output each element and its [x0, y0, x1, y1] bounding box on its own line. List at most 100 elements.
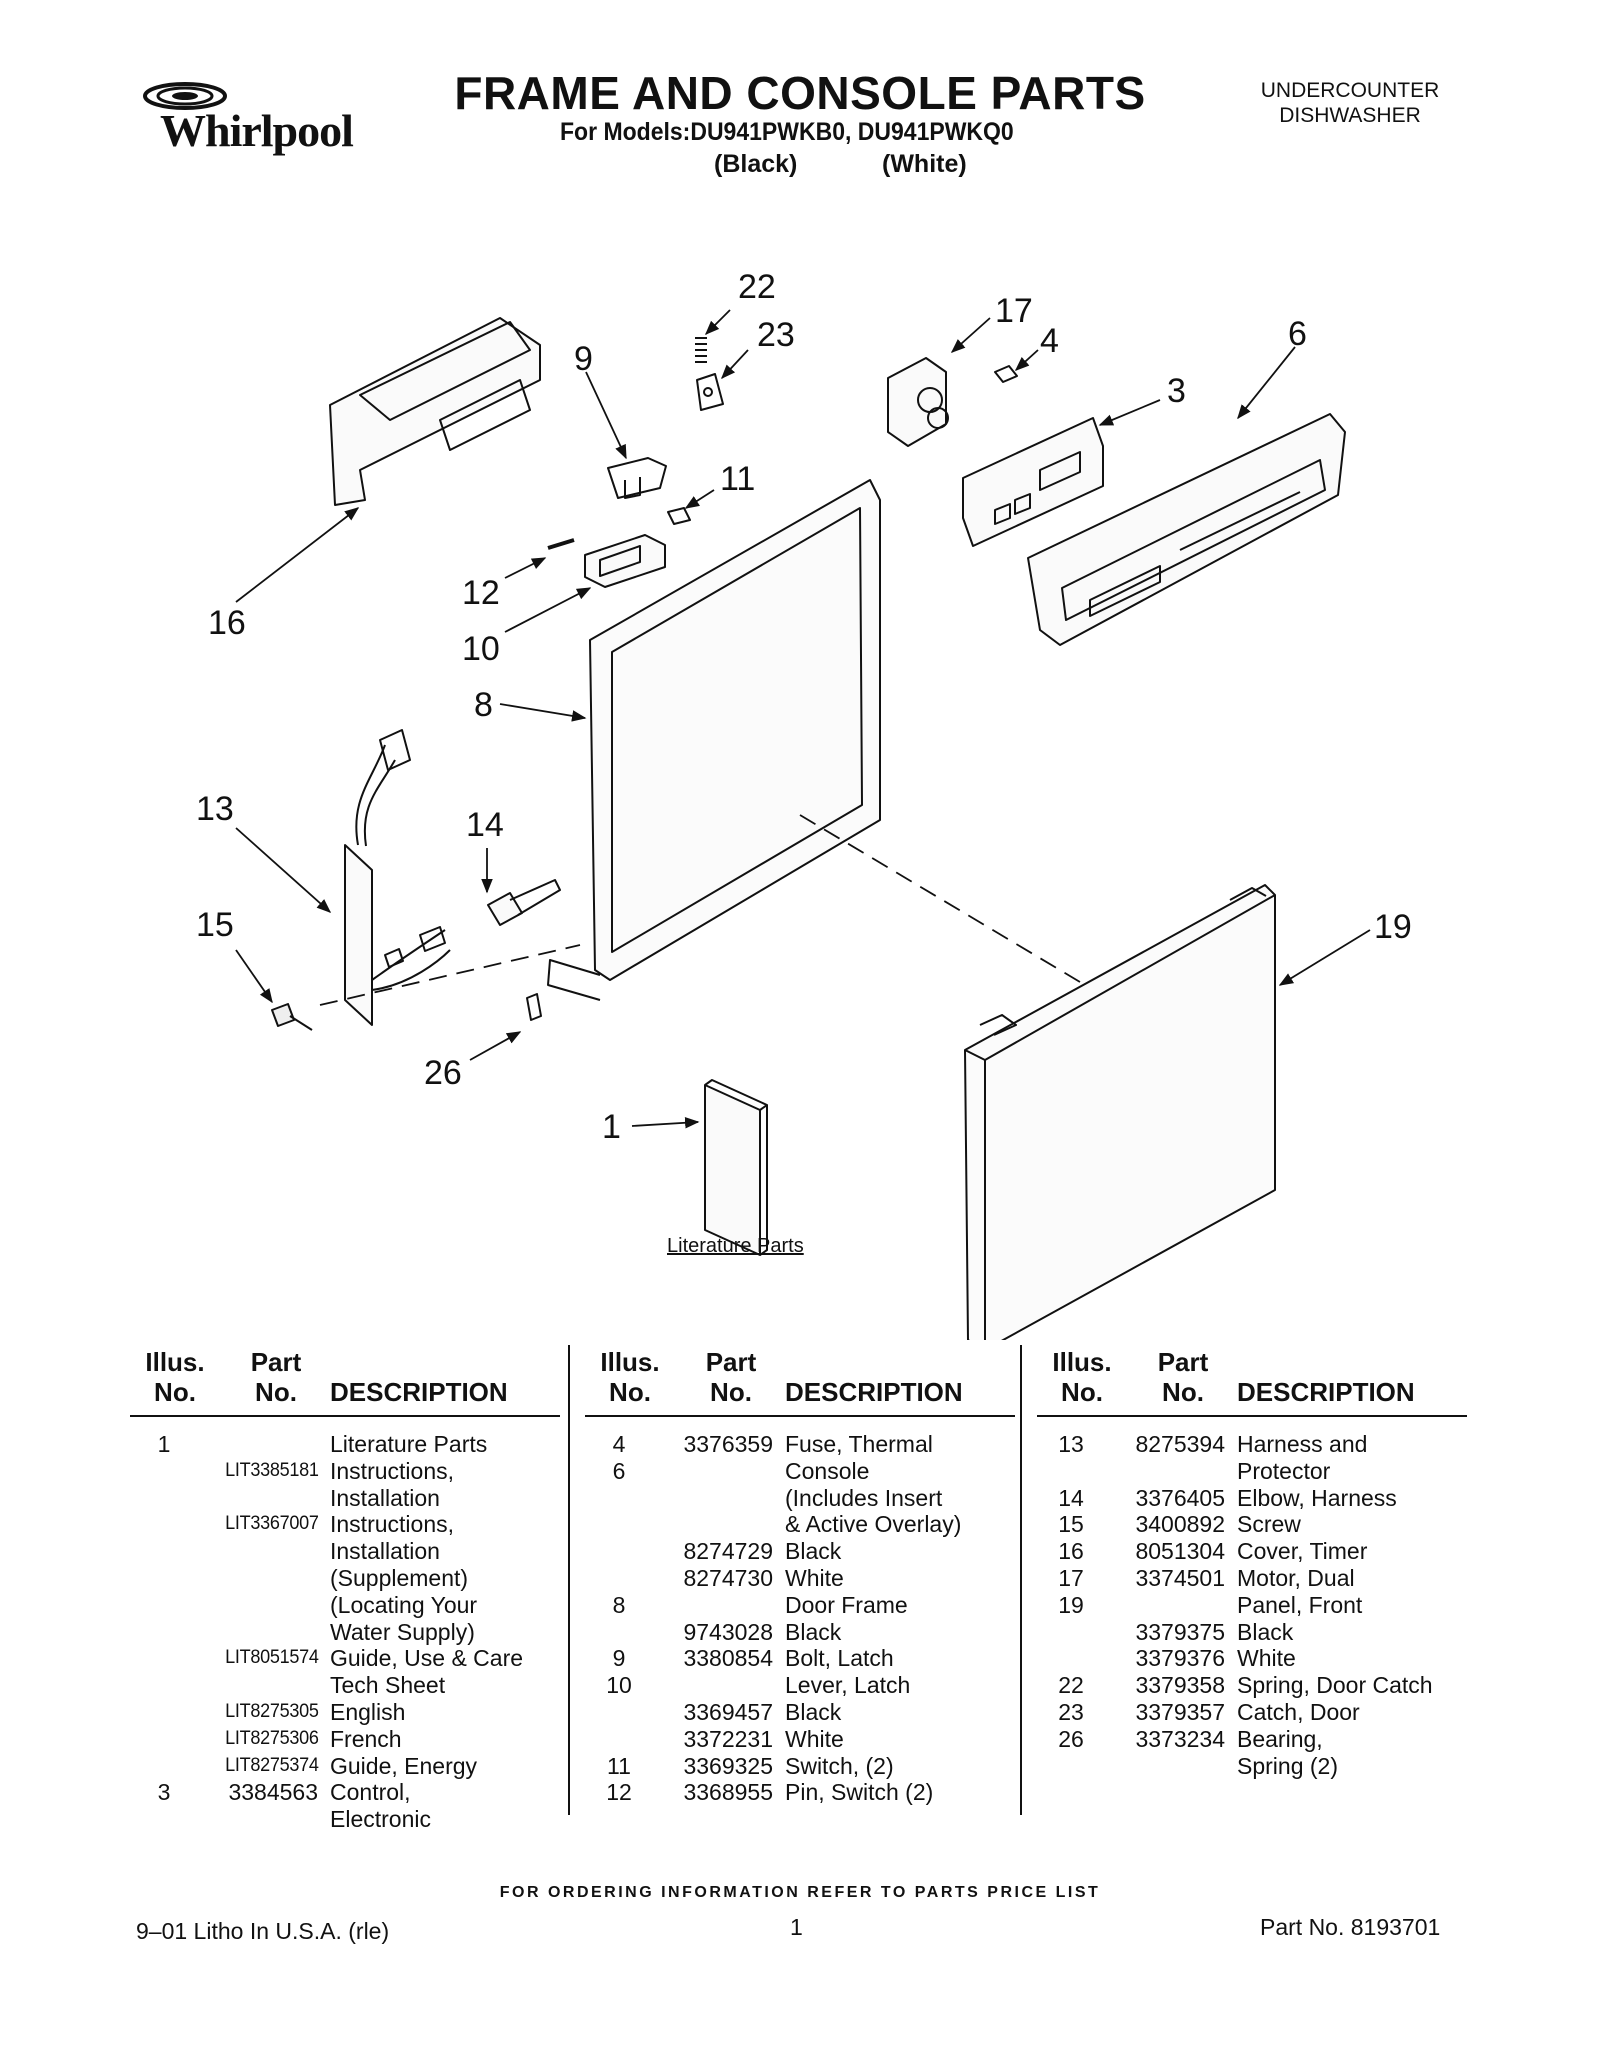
- part-description: Protector: [1237, 1457, 1331, 1484]
- part-number: 3374501: [1135, 1564, 1225, 1591]
- part-number: 3368955: [683, 1779, 773, 1806]
- part-description: Black: [1237, 1618, 1294, 1645]
- leader-8: [499, 703, 587, 722]
- callout-12: 12: [462, 574, 500, 612]
- column-divider: [568, 1345, 570, 1815]
- illus-number: 15: [1058, 1511, 1084, 1538]
- part-description: Guide, Use & Care: [330, 1645, 524, 1672]
- illus-number: 19: [1058, 1591, 1084, 1618]
- dual-motor-part: [887, 357, 949, 447]
- whirlpool-swirl-icon: [143, 82, 227, 110]
- illus-number: 11: [607, 1752, 631, 1779]
- illus-number: 4: [612, 1431, 626, 1457]
- callout-14: 14: [466, 806, 504, 844]
- part-number: 8051304: [1135, 1538, 1225, 1565]
- illus-number: 16: [1058, 1538, 1084, 1565]
- screw-part: [271, 1003, 313, 1031]
- part-number: [1105, 1592, 1237, 1619]
- callout-8: 8: [474, 686, 493, 724]
- part-description: Switch, (2): [785, 1752, 894, 1779]
- electronic-control-part: [962, 417, 1104, 547]
- part-number: [198, 1538, 330, 1565]
- leader-12: [504, 557, 547, 579]
- part-description: Pin, Switch (2): [785, 1779, 934, 1806]
- callout-22: 22: [738, 268, 776, 306]
- part-description: Bearing,: [1237, 1725, 1323, 1752]
- part-number: 3372231: [683, 1725, 773, 1752]
- literature-parts-booklet: [704, 1079, 768, 1256]
- illus-number: 23: [1058, 1698, 1084, 1725]
- part-number: 3369325: [683, 1752, 773, 1779]
- parts-row: Water Supply): [130, 1619, 560, 1646]
- exploded-parts-diagram: 22 23 17 4 6 9 11 3 16 12 10 8 13 14 15 …: [196, 268, 1412, 1340]
- illus-number: [585, 1565, 653, 1592]
- part-number: 3379376: [1135, 1645, 1225, 1672]
- switch-pin-part: [547, 538, 575, 550]
- callout-16: 16: [208, 604, 246, 642]
- console-part: [1027, 413, 1346, 646]
- illus-number: [130, 1699, 198, 1726]
- illus-number: [130, 1565, 198, 1592]
- illus-number: 13: [1058, 1431, 1084, 1457]
- part-number: [198, 1619, 330, 1646]
- leader-13: [235, 827, 332, 913]
- part-number: 3400892: [1135, 1511, 1225, 1538]
- part-number: 3379375: [1135, 1618, 1225, 1645]
- part-description: Instructions,: [330, 1457, 454, 1484]
- parts-row: Installation: [130, 1538, 560, 1565]
- appliance-category: UNDERCOUNTER DISHWASHER: [1240, 78, 1460, 128]
- header-illus: Illus.No.: [600, 1347, 660, 1407]
- part-description: Electronic: [330, 1806, 431, 1833]
- ordering-note: FOR ORDERING INFORMATION REFER TO PARTS …: [499, 1884, 1101, 1901]
- part-number: [653, 1511, 785, 1538]
- illus-number: [130, 1458, 198, 1485]
- thermal-fuse-part: [994, 365, 1018, 383]
- part-number: LIT8275374: [225, 1754, 319, 1776]
- part-number: [198, 1565, 330, 1592]
- callout-9: 9: [574, 340, 593, 378]
- part-number: 3379357: [1135, 1698, 1225, 1725]
- parts-row: Installation: [130, 1485, 560, 1512]
- literature-parts-caption: Literature Parts: [667, 1235, 804, 1257]
- illus-number: [1037, 1619, 1105, 1646]
- part-description: Catch, Door: [1237, 1698, 1360, 1725]
- variant-white: (White): [882, 150, 967, 178]
- illus-number: 3: [157, 1779, 171, 1806]
- illus-number: [130, 1806, 198, 1833]
- part-description: English: [330, 1698, 406, 1725]
- illus-number: [130, 1485, 198, 1512]
- part-number: 3380854: [683, 1645, 773, 1672]
- illus-number: [585, 1485, 653, 1512]
- leader-9: [585, 371, 627, 460]
- illus-number: [585, 1538, 653, 1565]
- door-frame-part: [547, 479, 881, 1001]
- illus-number: [130, 1619, 198, 1646]
- illus-number: [130, 1672, 198, 1699]
- part-number: [1105, 1753, 1237, 1780]
- part-description: Literature Parts: [330, 1431, 488, 1457]
- part-number: [198, 1806, 330, 1833]
- variant-black: (Black): [714, 150, 798, 178]
- part-number: [198, 1431, 330, 1458]
- part-number: 3369457: [683, 1698, 773, 1725]
- part-number: [653, 1485, 785, 1512]
- part-number: LIT8275305: [225, 1700, 319, 1722]
- part-description: & Active Overlay): [785, 1511, 962, 1538]
- callout-23: 23: [757, 316, 795, 354]
- illus-number: [585, 1699, 653, 1726]
- part-number: [653, 1592, 785, 1619]
- part-description: Harness and: [1237, 1431, 1368, 1457]
- callout-15: 15: [196, 906, 234, 944]
